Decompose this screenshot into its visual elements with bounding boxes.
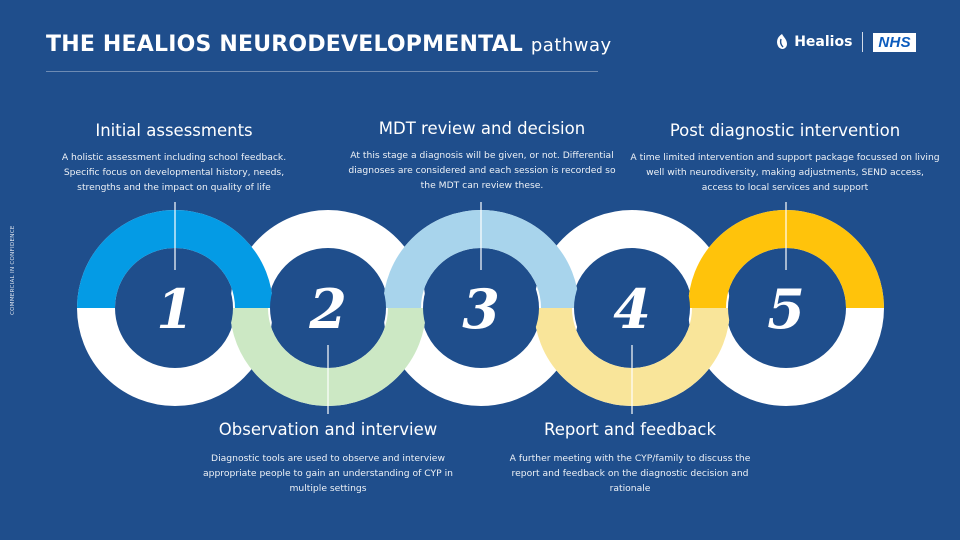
logo-area: Healios NHS [774,32,916,52]
ring-3-center [423,250,539,366]
title-main: THE HEALIOS NEURODEVELOPMENTAL [46,32,524,57]
step-description: A further meeting with the CYP/family to… [509,453,751,494]
step-description: Diagnostic tools are used to observe and… [203,453,453,494]
step-title: Observation and interview [218,420,438,439]
ring-5-center [728,250,844,366]
ring-2-center [270,250,386,366]
step-description: A holistic assessment including school f… [61,152,287,193]
step-number-1: 1 [156,277,194,341]
step-number-5: 5 [767,277,805,341]
step-observation-interview: Observation and interview Diagnostic too… [198,420,458,496]
step-description: A time limited intervention and support … [630,152,940,193]
ring-4-center [574,250,690,366]
step-mdt-review: MDT review and decision At this stage a … [347,119,617,193]
step-post-diagnostic: Post diagnostic intervention A time limi… [630,121,940,195]
step-number-4: 4 [613,277,651,341]
step-title: Report and feedback [543,420,717,439]
logo-separator [862,32,864,52]
step-description: At this stage a diagnosis will be given,… [348,150,616,191]
healios-logo-text: Healios [794,34,853,50]
step-title: MDT review and decision [378,119,586,138]
step-title: Initial assessments [95,121,253,140]
ring-1-center [117,250,233,366]
title-sub: pathway [530,35,612,56]
page-title: THE HEALIOS NEURODEVELOPMENTAL pathway [46,32,612,57]
step-title: Post diagnostic intervention [669,121,901,140]
title-divider [46,71,598,72]
step-initial-assessments: Initial assessments A holistic assessmen… [44,121,304,195]
nhs-logo: NHS [873,32,916,52]
healios-leaf-icon [777,34,788,49]
step-number-3: 3 [462,277,500,341]
step-number-2: 2 [308,277,347,341]
step-report-feedback: Report and feedback A further meeting wi… [500,420,760,496]
healios-logo: Healios [774,33,852,51]
